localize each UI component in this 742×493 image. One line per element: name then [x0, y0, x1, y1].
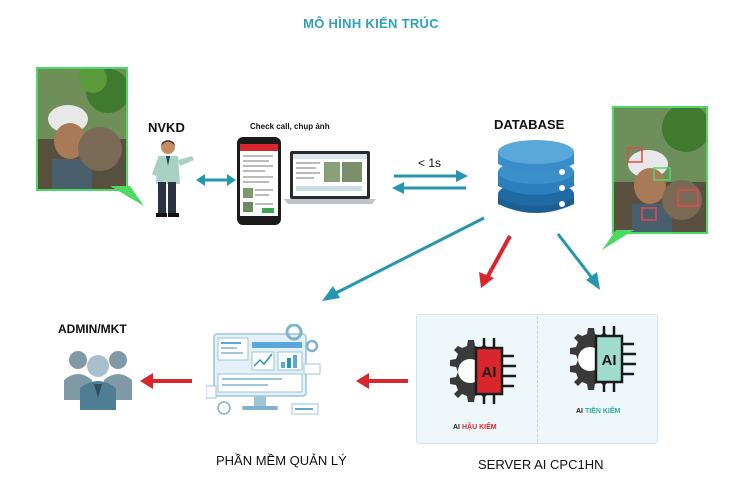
- diagram-title: MÔ HÌNH KIẾN TRÚC: [303, 16, 439, 31]
- label-admin: ADMIN/MKT: [58, 322, 127, 336]
- ai-pre-check-caption: AI TIỀN KIỂM: [576, 408, 621, 415]
- field-photo-right: [612, 106, 708, 234]
- label-database: DATABASE: [494, 117, 565, 132]
- ai-server-divider: [537, 316, 538, 442]
- ai-post-check-caption: AI HẬU KIỂM: [453, 424, 497, 431]
- ai-pre-check-chip-text: AI: [602, 352, 617, 369]
- field-photo-left: [36, 67, 128, 191]
- phone-icon: [237, 137, 281, 225]
- salesperson-icon: [152, 140, 194, 217]
- database-icon: [498, 140, 574, 213]
- label-nvkd: NVKD: [148, 120, 185, 135]
- arrow-nvkd-devices: [196, 174, 236, 186]
- label-server: SERVER AI CPC1HN: [478, 457, 604, 472]
- label-latency: < 1s: [418, 156, 442, 170]
- laptop-icon: [284, 151, 376, 204]
- arrow-db-software-head: [322, 286, 340, 301]
- label-check-call: Check call, chụp ảnh: [250, 122, 330, 131]
- arrow-software-admin-head: [140, 373, 153, 389]
- arrow-db-pre-check-head: [586, 272, 600, 290]
- photo-pointer-left: [110, 186, 144, 206]
- ai-post-check-chip-icon: AI: [450, 338, 516, 404]
- arrow-server-software-head: [356, 373, 369, 389]
- label-software: PHẦN MỀM QUẢN LÝ: [216, 453, 347, 468]
- detected-photo-image: [614, 108, 706, 232]
- arrow-db-software: [333, 216, 485, 296]
- arrow-db-post-check-head: [479, 272, 494, 288]
- photo-pointer-right: [602, 230, 634, 250]
- admin-group-icon: [64, 351, 132, 410]
- ai-post-check-chip-text: AI: [482, 364, 497, 381]
- management-software-icon: [206, 324, 321, 415]
- arrow-devices-database: [392, 170, 468, 194]
- arrow-db-pre-check: [556, 233, 594, 279]
- field-photo-image: [38, 69, 126, 189]
- ai-pre-check-chip-icon: AI: [570, 326, 636, 392]
- arrow-db-post-check: [486, 235, 512, 277]
